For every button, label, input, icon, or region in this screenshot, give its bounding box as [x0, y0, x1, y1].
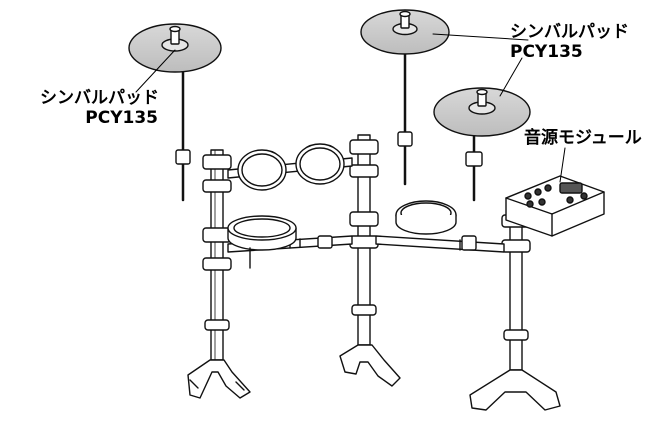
cymbal-pad-name: シンバルパッド	[510, 22, 629, 42]
cymbal-left	[128, 23, 222, 73]
tom-pad-left	[237, 149, 287, 191]
cymbal-right	[433, 87, 531, 137]
cymbal-pad-label-left: シンバルパッド PCY135	[40, 88, 159, 128]
center-stand	[339, 134, 401, 387]
left-stand	[187, 149, 251, 399]
cymbal-pad-name: シンバルパッド	[40, 88, 159, 108]
cymbal-top	[360, 9, 450, 55]
floor-tom-pad	[395, 200, 457, 235]
tom-pad-right	[295, 143, 345, 185]
cymbal-pad-model: PCY135	[85, 108, 158, 128]
leader-lines	[135, 33, 566, 183]
snare-pad	[227, 215, 297, 269]
cymbal-pad-model: PCY135	[510, 42, 583, 62]
sound-module	[505, 175, 605, 237]
sound-module-label: 音源モジュール	[524, 128, 642, 148]
right-stand	[469, 209, 561, 411]
cymbal-pad-label-right: シンバルパッド PCY135	[510, 22, 629, 62]
